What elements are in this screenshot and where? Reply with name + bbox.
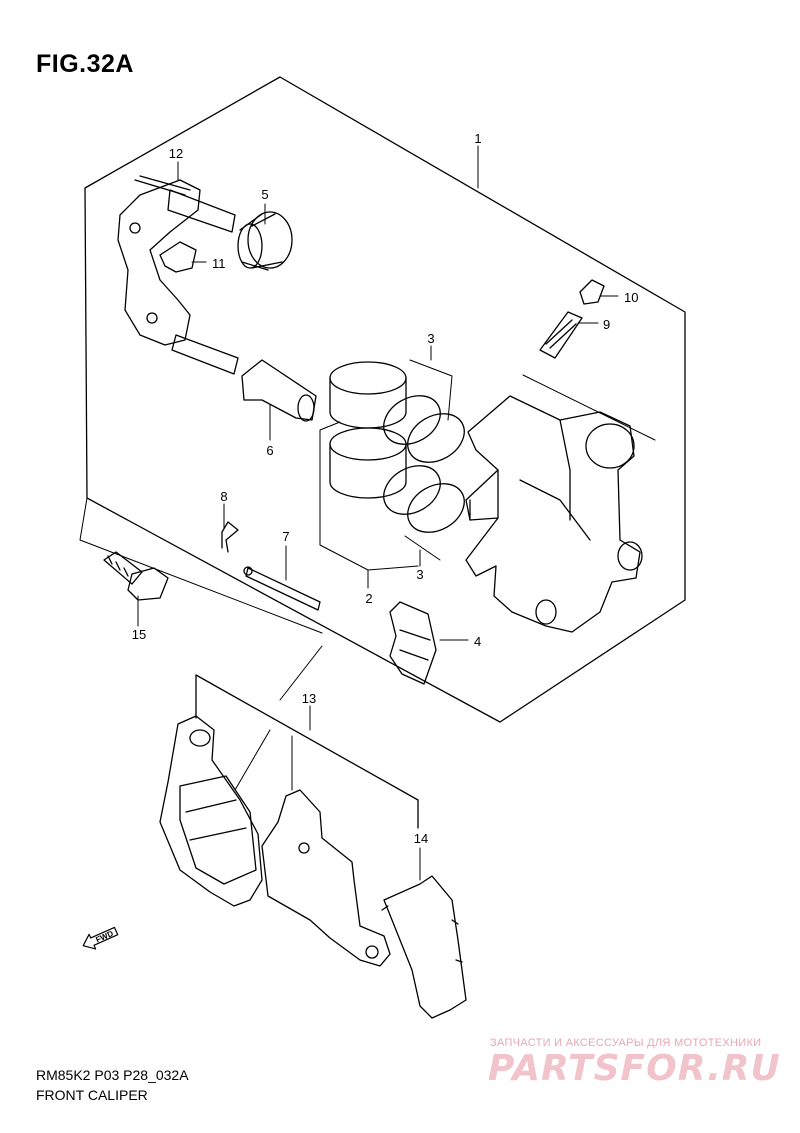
callout-15: 15	[131, 627, 147, 642]
callout-14: 14	[413, 831, 429, 846]
pad-spring	[389, 601, 437, 685]
callout-10: 10	[624, 290, 639, 305]
pad-shim	[381, 875, 467, 1019]
brake-pad-left	[159, 715, 263, 907]
mounting-bolt	[103, 551, 169, 601]
callout-12: 12	[168, 146, 184, 161]
pin-boot	[241, 359, 317, 422]
caliper-body	[465, 395, 643, 633]
piston-lower	[329, 427, 407, 499]
figure-code: RM85K2 P03 P28_032A	[36, 1067, 189, 1083]
pad-spring-clip	[159, 241, 197, 273]
callout-13: 13	[301, 691, 317, 706]
callout-11: 11	[212, 256, 226, 271]
bleeder-valve	[539, 311, 583, 359]
clip-pin	[221, 521, 239, 553]
bleeder-cap	[579, 279, 605, 305]
callout-2: 2	[365, 591, 373, 606]
callout-5: 5	[261, 187, 269, 202]
callout-7: 7	[282, 529, 290, 544]
callout-3-upper: 3	[427, 331, 435, 346]
boot-seal	[237, 211, 293, 271]
figure-title: FIG.32A	[36, 50, 134, 78]
piston-upper	[329, 361, 407, 429]
callout-3-lower: 3	[416, 567, 424, 582]
callout-4: 4	[474, 634, 482, 649]
pad-set-outline	[195, 674, 419, 801]
svg-text:FWD: FWD	[94, 929, 115, 945]
watermark-logo: PARTSFOR.RU	[488, 1048, 781, 1089]
leader-lines	[79, 145, 656, 881]
callout-8: 8	[220, 489, 228, 504]
figure-name: FRONT CALIPER	[36, 1087, 148, 1103]
callout-1: 1	[474, 131, 482, 146]
assembly-outline	[84, 76, 686, 723]
slide-pin	[243, 566, 321, 611]
caliper-bracket	[117, 175, 239, 375]
piston-seals	[383, 395, 465, 533]
brake-pad-right	[261, 789, 391, 967]
watermark-tagline: ЗАПЧАСТИ И АКСЕССУАРЫ ДЛЯ МОТОТЕХНИКИ	[490, 1037, 762, 1049]
callout-9: 9	[603, 317, 611, 332]
callout-6: 6	[266, 443, 274, 458]
forward-arrow-icon: FWD	[82, 926, 119, 950]
